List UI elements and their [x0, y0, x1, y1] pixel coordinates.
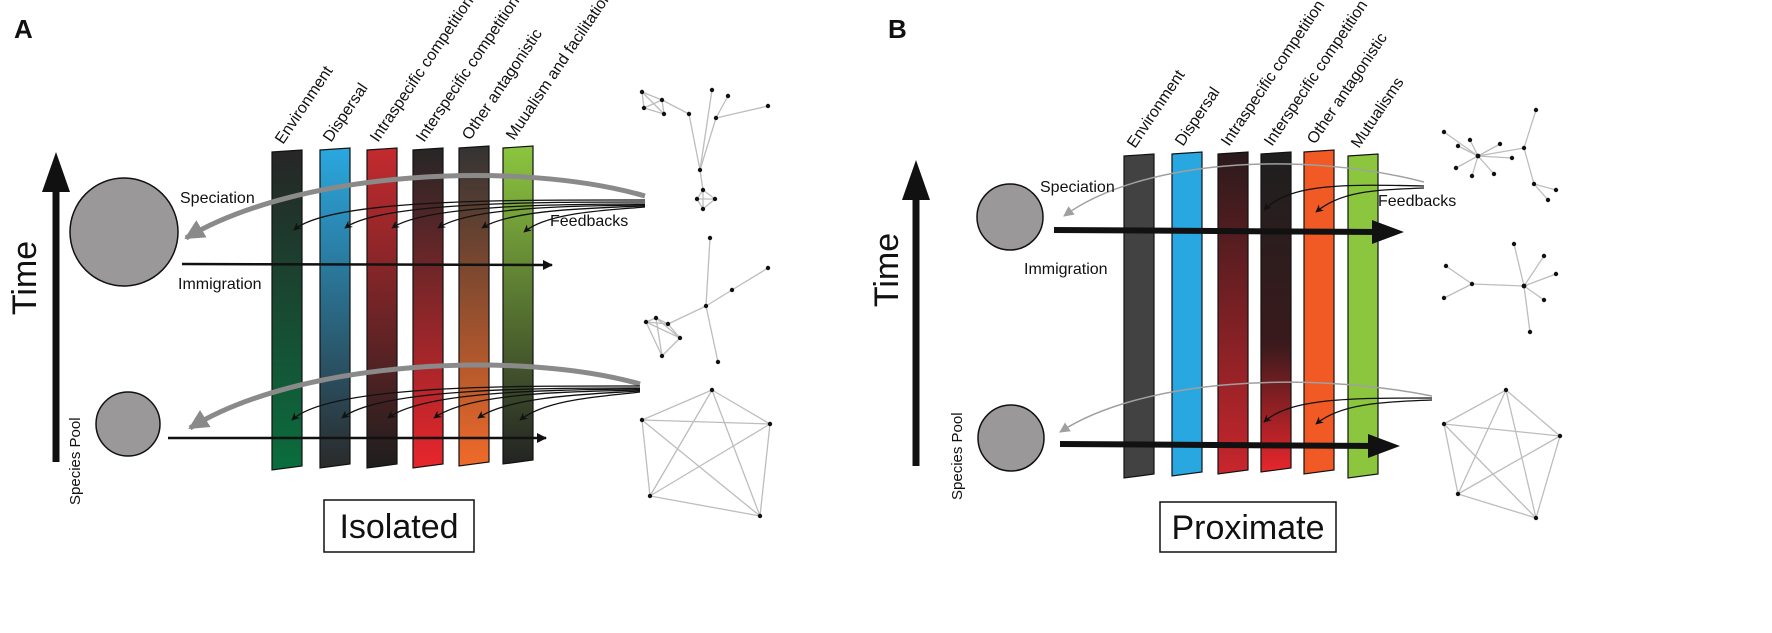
bar-mutualisms-b — [1347, 153, 1379, 479]
network-b-bottom — [1443, 389, 1561, 519]
speciation-arrow-lower — [188, 362, 641, 431]
species-pool-circle-small — [95, 391, 161, 457]
label-other-antagonistic: Other antagonistic — [459, 26, 546, 143]
network-a-top — [641, 89, 769, 210]
network-b-bottom-nodes — [1441, 387, 1563, 521]
speciation-arrow-upper — [184, 173, 646, 241]
bar-other-antagonistic-b — [1303, 149, 1335, 475]
bar-environment-b — [1123, 153, 1155, 479]
panel-b: B Time Species Pool Environment Dispersa… — [868, 0, 1563, 553]
bar-mutualism — [502, 145, 534, 465]
bar-other-antagonistic — [458, 145, 490, 467]
speciation-arrow-lower-b — [1059, 381, 1433, 433]
bar-interspecific — [412, 147, 444, 469]
time-label-b: Time — [868, 233, 906, 307]
feedbacks-label: Feedbacks — [550, 213, 628, 230]
proximate-label: Proximate — [1171, 509, 1324, 547]
process-bars-b — [1123, 149, 1379, 479]
proximate-box — [1159, 501, 1337, 553]
network-a-middle-nodes — [643, 235, 771, 365]
immigration-arrow-upper-b — [1053, 227, 1383, 235]
time-arrow-head-icon — [42, 152, 70, 192]
network-b-top-nodes — [1441, 107, 1559, 203]
process-labels-b: Environment Dispersal Intraspecific comp… — [1124, 0, 1407, 151]
panel-b-letter: B — [888, 14, 907, 44]
speciation-label: Speciation — [180, 190, 255, 207]
network-a-bottom-nodes — [639, 387, 773, 519]
network-a-top-nodes — [639, 87, 771, 212]
network-b-middle — [1443, 243, 1557, 333]
bar-dispersal-b — [1171, 151, 1203, 477]
panel-a-letter: A — [14, 14, 33, 44]
speciation-arrow-upper-b — [1063, 163, 1425, 217]
label-other-antagonistic-b: Other antagonistic — [1304, 30, 1391, 147]
species-pool-label: Species Pool — [67, 417, 84, 505]
network-a-bottom — [641, 389, 771, 517]
speciation-label-b: Speciation — [1040, 179, 1115, 196]
feedbacks-label-b: Feedbacks — [1378, 193, 1456, 210]
label-dispersal: Dispersal — [320, 80, 371, 145]
immigration-arrow-upper — [181, 259, 553, 270]
feedback-arrows-lower — [291, 385, 641, 421]
isolated-box — [323, 499, 475, 553]
bar-interspecific-b — [1260, 151, 1292, 473]
bar-intraspecific-b — [1217, 151, 1249, 475]
isolated-label: Isolated — [339, 508, 458, 546]
feedback-arrows-upper — [293, 199, 646, 233]
species-pool-label-b: Species Pool — [949, 412, 966, 500]
bar-intraspecific — [366, 147, 398, 469]
bar-dispersal — [319, 147, 351, 469]
panel-a: A Time Species Pool Environment Dispersa… — [6, 0, 773, 553]
network-a-middle — [645, 237, 769, 363]
immigration-label-b: Immigration — [1024, 261, 1108, 278]
species-pool-circle-lower-b — [977, 404, 1045, 472]
network-b-middle-nodes — [1441, 241, 1559, 335]
network-b-top — [1443, 109, 1557, 201]
process-labels-a: Environment Dispersal Intraspecific comp… — [272, 0, 615, 147]
immigration-arrowhead-lower-icon-b — [1368, 434, 1400, 458]
species-pool-circle-large — [69, 177, 179, 287]
immigration-arrow-lower-b — [1059, 441, 1379, 449]
feedback-arrows-b — [1263, 184, 1433, 425]
time-arrow-head-icon-b — [902, 160, 930, 200]
immigration-arrowhead-upper-icon-b — [1372, 220, 1404, 244]
label-dispersal-b: Dispersal — [1172, 84, 1223, 149]
time-label: Time — [6, 241, 44, 315]
species-pool-circle-upper-b — [976, 183, 1044, 251]
immigration-label: Immigration — [178, 276, 262, 293]
